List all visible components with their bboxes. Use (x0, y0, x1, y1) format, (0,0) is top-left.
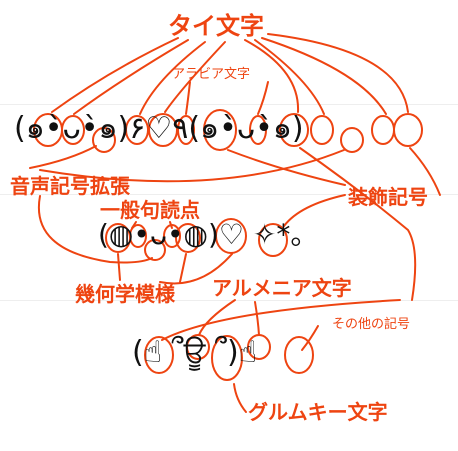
guide-line-top (0, 104, 458, 105)
arrow-geom-3 (159, 253, 233, 285)
circle-thai-6 (310, 115, 334, 145)
arrow-thai-8 (267, 33, 409, 113)
label-phonetic: 音声記号拡張 (10, 174, 130, 198)
guide-line-lower (0, 300, 458, 301)
arrow-geom-2 (179, 253, 187, 283)
circle-arabic-2 (249, 115, 267, 145)
arrow-punct-1 (131, 221, 137, 229)
label-arabic: アラビア文字 (172, 67, 251, 82)
label-other: その他の記号 (332, 317, 411, 332)
circle-thai-8 (393, 113, 423, 147)
circle-phonetic-3 (144, 239, 166, 261)
circle-phonetic-1 (92, 127, 116, 153)
arrow-arm-2 (254, 301, 260, 336)
label-punctuation: 一般句読点 (100, 198, 200, 222)
arrow-thai-5 (244, 39, 300, 113)
arrow-other-3 (299, 147, 417, 301)
arrow-thai-2 (73, 39, 189, 115)
label-thai: タイ文字 (168, 12, 264, 40)
kaomoji-row-2: (◍•ᴗ•◍)♡ ✧*。 (98, 218, 319, 251)
circle-gurmukhi (211, 335, 243, 381)
arrow-punct-2 (169, 221, 173, 229)
circle-arabic-1 (177, 115, 195, 145)
arrow-geom-1 (117, 253, 121, 281)
arrow-other-2 (161, 299, 401, 341)
arrow-thai-1 (51, 37, 179, 113)
circle-punct-1 (129, 224, 147, 248)
guide-line-middle (0, 194, 458, 195)
arrow-deco-2 (283, 194, 346, 227)
label-decorative: 装飾記号 (348, 185, 428, 209)
circle-other-1 (144, 336, 174, 374)
arrow-other-1 (301, 325, 319, 351)
arrow-arabic-2 (257, 81, 269, 115)
arrow-deco-3 (409, 147, 441, 196)
arrow-arabic-1 (185, 81, 191, 115)
circle-thai-5 (279, 113, 309, 147)
arrow-thai-4 (164, 41, 226, 113)
circle-sparkle (258, 223, 288, 257)
label-geometric: 幾何学模様 (75, 282, 175, 306)
arrow-thai-7 (261, 37, 387, 115)
circle-heart-1 (203, 109, 237, 151)
arrow-phonetic-2 (37, 195, 153, 264)
circle-other-2 (284, 336, 314, 374)
arrow-phonetic-3 (39, 149, 345, 183)
arrow-thai-3 (139, 41, 206, 115)
arrow-deco-1 (227, 149, 346, 186)
label-armenian: アルメニア文字 (212, 276, 352, 300)
circle-geometric-2 (175, 223, 201, 253)
arrow-arm-1 (198, 299, 236, 336)
circle-phonetic-2 (340, 127, 364, 153)
kaomoji-row-1: (๑•̀ᴗ•̀๑)۶♡٩(๑•̀ᴗ•̀๑) (14, 111, 304, 146)
arrow-gurmukhi (233, 383, 247, 413)
kaomoji-row-3: (☝ ՞ਊ ՞)☝ (132, 335, 258, 370)
circle-thai-7 (371, 115, 395, 145)
circle-heart-2 (215, 218, 247, 254)
arrow-thai-6 (254, 39, 325, 115)
label-gurmukhi: グルムキー文字 (248, 400, 388, 424)
arrow-phonetic-1 (29, 145, 97, 169)
circle-thai-2 (61, 115, 85, 145)
